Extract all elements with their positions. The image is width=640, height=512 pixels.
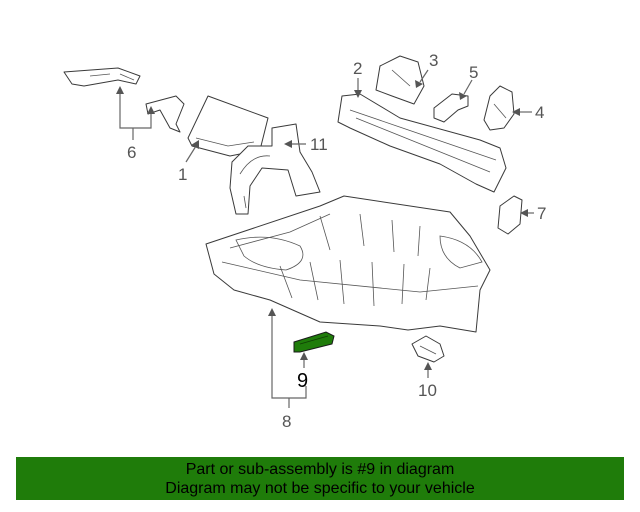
callout-10: 10 xyxy=(418,381,437,400)
part-3-bracket[interactable] xyxy=(375,55,425,105)
part-10-bracket[interactable] xyxy=(411,335,445,363)
part-11-wheelhouse[interactable] xyxy=(229,123,321,215)
callout-5: 5 xyxy=(469,63,478,82)
part-8-floor-pan[interactable] xyxy=(205,195,491,333)
part-6-upper-bracket[interactable] xyxy=(63,67,141,87)
part-1-panel[interactable] xyxy=(187,95,269,157)
part-2-rear-panel[interactable] xyxy=(337,93,507,193)
callout-6: 6 xyxy=(127,143,136,162)
callout-1: 1 xyxy=(178,165,187,184)
callout-8: 8 xyxy=(282,412,291,431)
part-4-cover[interactable] xyxy=(483,85,515,131)
callout-4: 4 xyxy=(535,103,544,122)
info-banner: Part or sub-assembly is #9 in diagram Di… xyxy=(16,457,624,500)
banner-line-disclaimer: Diagram may not be specific to your vehi… xyxy=(165,479,475,497)
callout-2: 2 xyxy=(353,59,362,78)
part-9-highlighted[interactable] xyxy=(293,331,335,353)
parts-diagram: 6 1 11 2 3 5 4 7 8 9 10 xyxy=(63,51,546,431)
callout-11: 11 xyxy=(310,135,328,154)
part-7-bracket[interactable] xyxy=(497,195,523,235)
part-5-bracket[interactable] xyxy=(433,93,469,123)
callout-3: 3 xyxy=(429,51,438,70)
part-9-shape xyxy=(293,331,335,353)
banner-line-part-number: Part or sub-assembly is #9 in diagram xyxy=(185,460,455,478)
callout-9: 9 xyxy=(297,370,308,392)
leader-lines xyxy=(116,69,534,408)
callout-7: 7 xyxy=(537,204,546,223)
